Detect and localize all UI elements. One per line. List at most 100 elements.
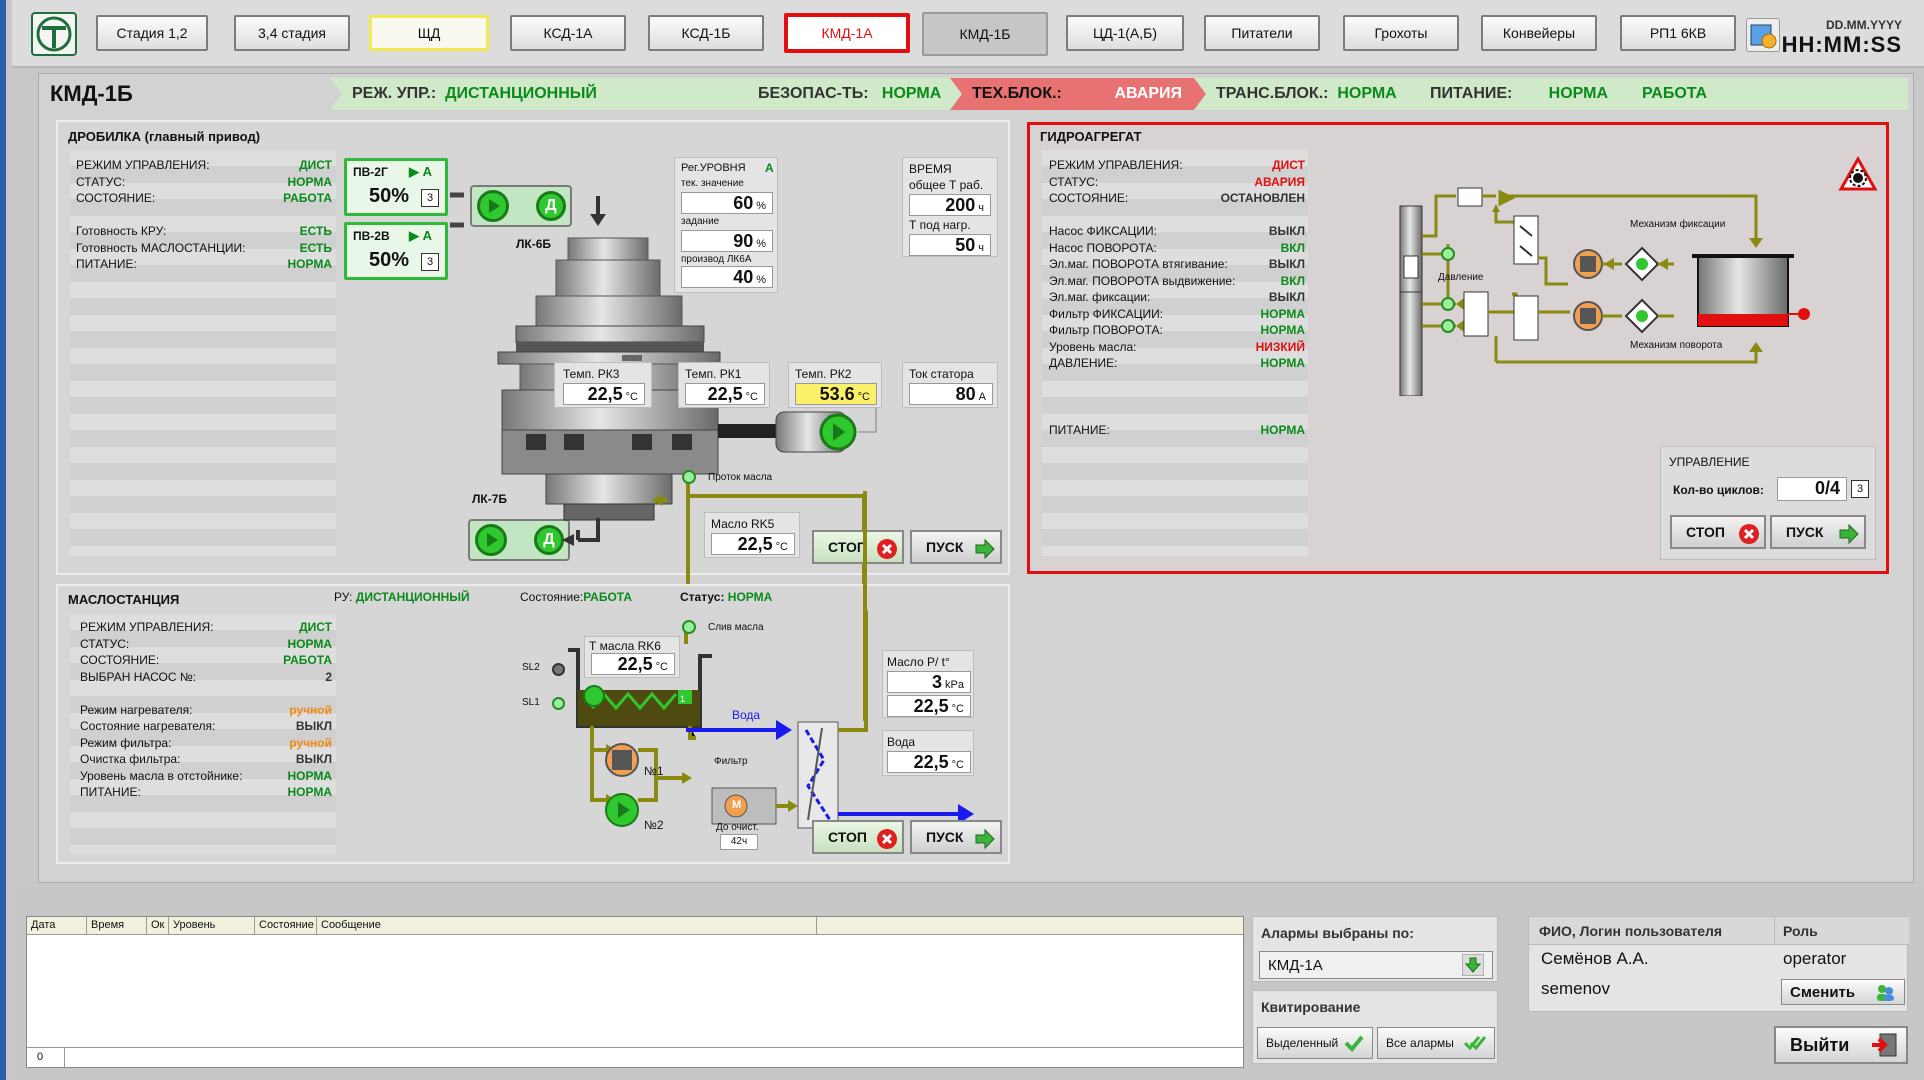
nav-shd[interactable]: ЩД bbox=[369, 15, 489, 51]
nav-stage-1-2[interactable]: Стадия 1,2 bbox=[96, 15, 208, 51]
nav-rp1-6kv[interactable]: РП1 6КВ bbox=[1620, 15, 1736, 51]
stop-icon bbox=[877, 539, 897, 559]
exit-button[interactable]: Выйти bbox=[1774, 1026, 1908, 1064]
param-value: ВЫКЛ bbox=[295, 752, 332, 766]
param-label: Эл.маг. фиксации: bbox=[1049, 290, 1151, 304]
param-value: НОРМА bbox=[287, 257, 332, 271]
level-prod-number: 40 bbox=[733, 267, 754, 287]
exit-door-icon bbox=[1872, 1033, 1897, 1057]
tank-temp-value: 22,5°C bbox=[591, 653, 675, 675]
chute-arrow-icon bbox=[576, 518, 600, 542]
page-title: КМД-1Б bbox=[50, 81, 133, 106]
oil-start-button[interactable]: ПУСК bbox=[910, 820, 1002, 854]
nav-kmd-1b[interactable]: КМД-1Б bbox=[922, 12, 1048, 56]
alarm-filter-box: Алармы выбраны по: КМД-1А bbox=[1252, 916, 1498, 982]
lk-6b-motor[interactable]: Д bbox=[470, 185, 572, 227]
oil-state-label: Состояние: bbox=[520, 590, 584, 604]
param-value: ручной bbox=[289, 735, 332, 750]
alarm-column-header[interactable]: Сообщение bbox=[317, 917, 817, 934]
check-icon bbox=[1344, 1035, 1364, 1052]
oil-drain-indicator bbox=[682, 620, 696, 634]
alarm-filter-select[interactable]: КМД-1А bbox=[1259, 951, 1493, 979]
water-temp-box: Вода 22,5°C bbox=[882, 730, 974, 776]
nav-ksd-1a[interactable]: КСД-1А bbox=[510, 15, 626, 51]
pv-2g-box[interactable]: ПВ-2Г ▶ А 50% 3 bbox=[344, 158, 448, 216]
alarm-column-header[interactable]: Уровень bbox=[169, 917, 255, 934]
param-value: НОРМА bbox=[1260, 323, 1305, 337]
hydro-schematic bbox=[1399, 187, 1810, 396]
alarm-column-header[interactable]: Ок bbox=[147, 917, 169, 934]
crusher-diagram bbox=[450, 192, 877, 546]
lk-6b-label: ЛК-6Б bbox=[516, 237, 552, 251]
nav-feeders[interactable]: Питатели bbox=[1204, 15, 1320, 51]
alarm-column-header[interactable]: Состояние bbox=[255, 917, 317, 934]
temp-unit: °C bbox=[745, 391, 758, 403]
ack-all-button[interactable]: Все алармы bbox=[1377, 1027, 1495, 1059]
crusher-stop-button[interactable]: СТОП bbox=[812, 530, 904, 564]
transblock-label: ТРАНС.БЛОК.: bbox=[1216, 85, 1329, 102]
cycles-label: Кол-во циклов: bbox=[1673, 483, 1764, 497]
pv-2v-box[interactable]: ПВ-2В ▶ А 50% 3 bbox=[344, 222, 448, 280]
to-clean-value: 42ч bbox=[720, 834, 758, 850]
level-set-value[interactable]: 90% bbox=[681, 230, 773, 252]
oil-ru-label: РУ: bbox=[334, 590, 353, 604]
nav-kmd-1a[interactable]: КМД-1А bbox=[784, 13, 910, 53]
temp-rk3-box: Темп. РК3 22,5°C bbox=[554, 362, 652, 408]
nav-tsd-1ab[interactable]: ЦД-1(А,Б) bbox=[1066, 15, 1184, 51]
calendar-icon[interactable] bbox=[1746, 18, 1780, 52]
temp-rk1-label: Темп. РК1 bbox=[685, 367, 742, 381]
oil-stop-button[interactable]: СТОП bbox=[812, 820, 904, 854]
oil-drain-label: Слив масла bbox=[708, 622, 764, 633]
param-label: ДАВЛЕНИЕ: bbox=[1049, 356, 1118, 370]
param-row: ПИТАНИЕ:НОРМА bbox=[76, 256, 332, 273]
nav-screens[interactable]: Грохоты bbox=[1343, 15, 1459, 51]
ack-selected-label: Выделенный bbox=[1266, 1036, 1339, 1050]
play-icon bbox=[477, 190, 509, 222]
hydro-title: ГИДРОАГРЕГАТ bbox=[1040, 129, 1142, 144]
param-label: Насос ФИКСАЦИИ: bbox=[1049, 224, 1157, 238]
param-value: ЕСТЬ bbox=[299, 224, 332, 238]
nav-stage-3-4[interactable]: 3,4 стадия bbox=[234, 15, 350, 51]
alarm-column-header[interactable]: Дата bbox=[27, 917, 87, 934]
param-label: Готовность КРУ: bbox=[76, 224, 167, 238]
sl2-label: SL2 bbox=[522, 662, 540, 673]
param-value: НОРМА bbox=[287, 785, 332, 799]
change-user-label: Сменить bbox=[1790, 983, 1856, 1001]
param-label: СОСТОЯНИЕ: bbox=[1049, 191, 1129, 205]
clock-date: DD.MM.YYYY bbox=[1825, 18, 1902, 32]
work-segment: РАБОТА bbox=[1618, 78, 1908, 110]
nav-conveyors[interactable]: Конвейеры bbox=[1481, 15, 1597, 51]
param-row: Уровень масла:НИЗКИЙ bbox=[1049, 339, 1305, 356]
oil-status-value: НОРМА bbox=[727, 590, 773, 604]
stop-label: СТОП bbox=[828, 539, 867, 555]
nav-ksd-1b[interactable]: КСД-1Б bbox=[648, 15, 764, 51]
hydro-stop-button[interactable]: СТОП bbox=[1670, 515, 1766, 549]
param-label: Эл.маг. ПОВОРОТА выдвижение: bbox=[1049, 273, 1236, 288]
transblock-segment: ТРАНС.БЛОК.: НОРМА bbox=[1194, 78, 1420, 110]
param-value: РАБОТА bbox=[283, 653, 332, 667]
param-value: АВАРИЯ bbox=[1254, 174, 1305, 189]
stop-label: СТОП bbox=[828, 829, 867, 845]
crusher-start-button[interactable]: ПУСК bbox=[910, 530, 1002, 564]
oil-status-label: Статус: bbox=[680, 590, 725, 604]
change-user-button[interactable]: Сменить bbox=[1781, 979, 1905, 1005]
crusher-title: ДРОБИЛКА (главный привод) bbox=[68, 129, 261, 144]
oil-param-bg bbox=[70, 614, 336, 854]
stop-label: СТОП bbox=[1686, 524, 1725, 540]
param-value: РАБОТА bbox=[283, 191, 332, 205]
param-label: Очистка фильтра: bbox=[80, 752, 181, 766]
ack-selected-button[interactable]: Выделенный bbox=[1257, 1027, 1373, 1059]
oil-state: Состояние:РАБОТА bbox=[520, 590, 632, 604]
start-label: ПУСК bbox=[926, 829, 964, 845]
alarm-column-header[interactable]: Время bbox=[87, 917, 147, 934]
hydro-start-button[interactable]: ПУСК bbox=[1770, 515, 1866, 549]
to-clean-label: До очист. bbox=[716, 822, 759, 833]
arrow-icon bbox=[450, 192, 464, 228]
param-label: СОСТОЯНИЕ: bbox=[80, 653, 160, 667]
param-value: ДИСТ bbox=[299, 620, 332, 634]
